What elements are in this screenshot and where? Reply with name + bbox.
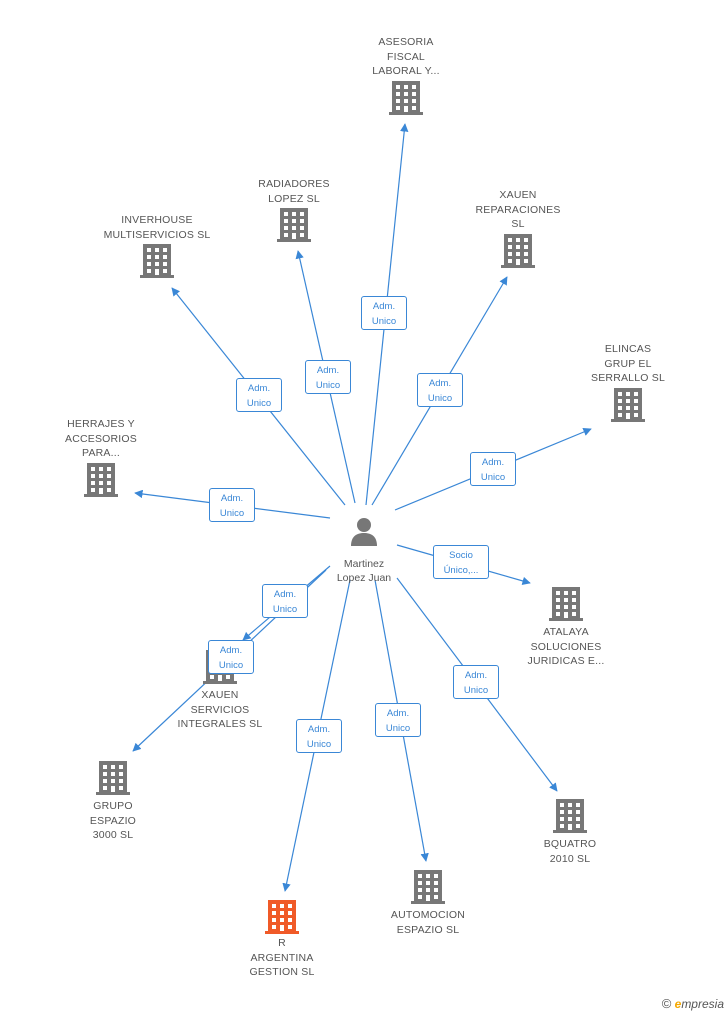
company-label: ELINCAS GRUP EL SERRALLO SL (591, 343, 665, 384)
person-node[interactable]: Martinez Lopez Juan (304, 516, 424, 585)
role-badge[interactable]: Adm.Unico (236, 378, 282, 412)
building-icon (389, 80, 423, 115)
role-badge[interactable]: Adm.Unico (470, 452, 516, 486)
company-node-xauen-reparaciones[interactable]: XAUEN REPARACIONES SL (458, 188, 578, 268)
building-icon-highlight (265, 900, 299, 934)
company-label: INVERHOUSE MULTISERVICIOS SL (103, 214, 211, 241)
building-icon (84, 462, 118, 497)
company-label: GRUPO ESPAZIO 3000 SL (89, 800, 137, 841)
company-label: R ARGENTINA GESTION SL (249, 937, 315, 978)
company-node-radiadores[interactable]: RADIADORES LOPEZ SL (234, 177, 354, 242)
company-node-elincas[interactable]: ELINCAS GRUP EL SERRALLO SL (568, 342, 688, 422)
role-badge[interactable]: Adm.Unico (296, 719, 342, 753)
role-badge[interactable]: Adm.Unico (453, 665, 499, 699)
company-label: ASESORIA FISCAL LABORAL Y... (372, 36, 440, 77)
role-badge[interactable]: Adm.Unico (305, 360, 351, 394)
person-label: Martinez Lopez Juan (336, 558, 392, 584)
company-label: XAUEN SERVICIOS INTEGRALES SL (177, 689, 263, 730)
company-node-asesoria[interactable]: ASESORIA FISCAL LABORAL Y... (346, 35, 466, 115)
company-node-herrajes[interactable]: HERRAJES Y ACCESORIOS PARA... (41, 417, 161, 497)
company-label: RADIADORES LOPEZ SL (258, 178, 330, 205)
building-icon (611, 387, 645, 422)
company-node-atalaya[interactable]: ATALAYA SOLUCIONES JURIDICAS E... (506, 585, 626, 669)
role-badge[interactable]: Adm.Unico (262, 584, 308, 618)
building-icon (96, 761, 130, 795)
building-icon (553, 799, 587, 833)
building-icon (549, 587, 583, 621)
role-badge[interactable]: Adm.Unico (375, 703, 421, 737)
company-node-argentina-gestion[interactable]: R ARGENTINA GESTION SL (222, 898, 342, 980)
company-label: BQUATRO 2010 SL (543, 838, 597, 865)
copyright-icon: © (661, 996, 672, 1011)
building-icon (140, 244, 174, 278)
role-badge[interactable]: Adm.Unico (417, 373, 463, 407)
company-node-bquatro[interactable]: BQUATRO 2010 SL (510, 797, 630, 866)
company-node-automocion[interactable]: AUTOMOCION ESPAZIO SL (368, 868, 488, 937)
role-badge[interactable]: Adm.Unico (209, 488, 255, 522)
company-label: AUTOMOCION ESPAZIO SL (390, 909, 466, 936)
role-badge[interactable]: Adm.Unico (361, 296, 407, 330)
brand-name: mpresia (681, 997, 724, 1011)
building-icon (411, 870, 445, 904)
role-badge[interactable]: Adm.Unico (208, 640, 254, 674)
company-node-grupo-espazio[interactable]: GRUPO ESPAZIO 3000 SL (53, 759, 173, 843)
building-icon (277, 208, 311, 242)
person-icon (351, 518, 377, 546)
brand-footer[interactable]: © empresia (662, 996, 724, 1011)
company-label: ATALAYA SOLUCIONES JURIDICAS E... (527, 626, 605, 667)
brand-logo-initial: e (674, 997, 682, 1011)
company-node-inverhouse[interactable]: INVERHOUSE MULTISERVICIOS SL (97, 213, 217, 278)
company-label: XAUEN REPARACIONES SL (475, 189, 561, 230)
building-icon (501, 233, 535, 268)
company-label: HERRAJES Y ACCESORIOS PARA... (64, 418, 137, 459)
